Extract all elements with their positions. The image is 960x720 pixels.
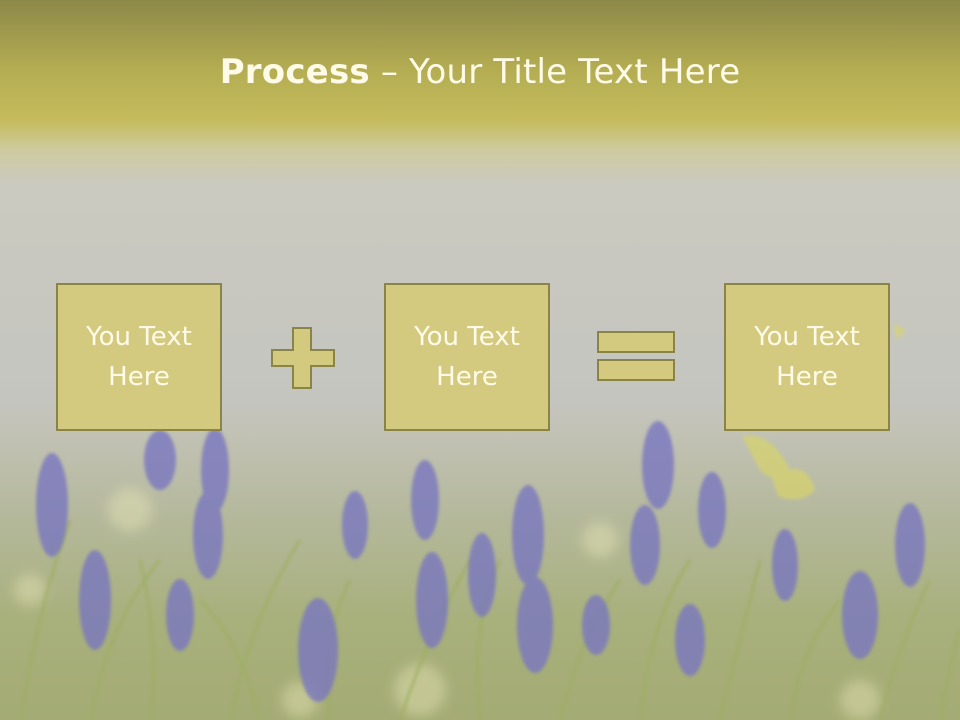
title-bold: Process bbox=[219, 52, 370, 92]
process-box-1[interactable]: You Text Here bbox=[56, 283, 222, 431]
plus-icon bbox=[271, 327, 335, 389]
process-box-2[interactable]: You Text Here bbox=[384, 283, 550, 431]
title-rest: – Your Title Text Here bbox=[369, 52, 741, 92]
equals-icon bbox=[597, 331, 675, 381]
slide-title: Process – Your Title Text Here bbox=[0, 52, 960, 92]
process-box-3[interactable]: You Text Here bbox=[724, 283, 890, 431]
